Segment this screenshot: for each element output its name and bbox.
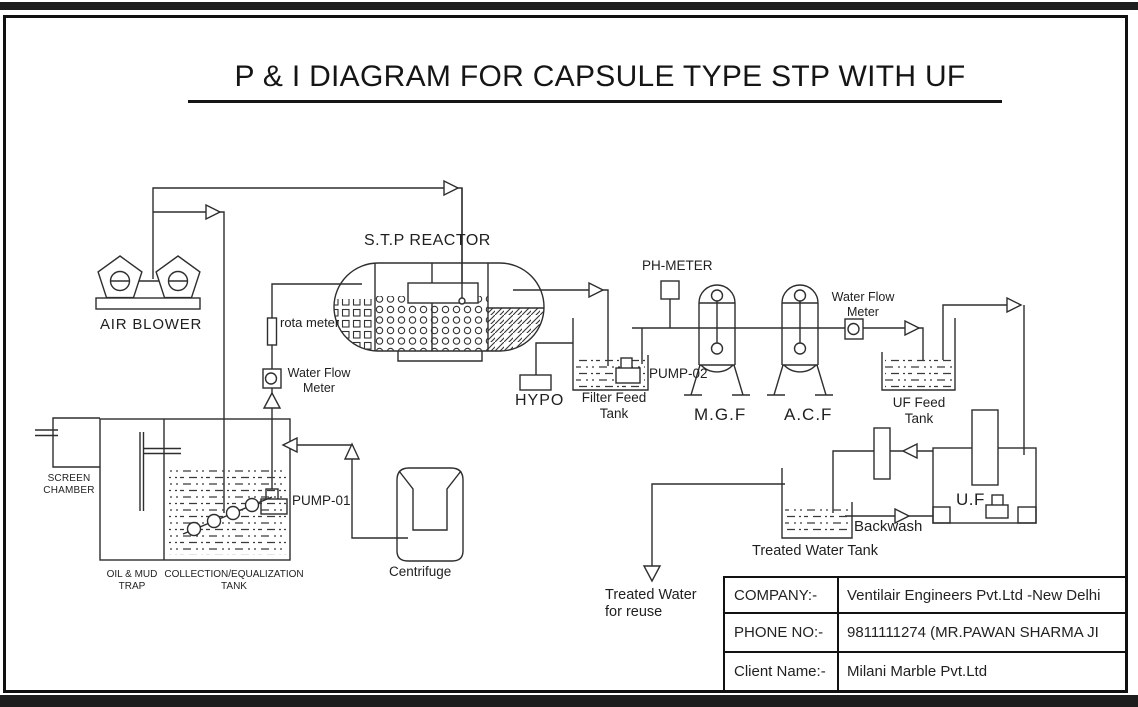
company-row-label: COMPANY:- xyxy=(725,578,839,614)
ph-meter-symbol xyxy=(660,280,680,300)
treated-water-tank-symbol xyxy=(781,468,853,539)
pump-02-label: PUMP-02 xyxy=(649,366,708,381)
client-row-label: Client Name:- xyxy=(725,653,839,690)
air-blower-symbol xyxy=(95,255,201,310)
pump-02-symbol xyxy=(615,357,641,384)
uf-unit-symbol xyxy=(932,409,1037,524)
rota-meter-symbol xyxy=(266,317,278,346)
flow-arrows xyxy=(205,179,1023,583)
phone-row-value: 9811111274 (MR.PAWAN SHARMA JI xyxy=(839,614,1125,653)
filter-feed-tank-label: Filter Feed Tank xyxy=(581,390,647,421)
rota-meter-label: rota meter xyxy=(280,315,340,330)
mgf-label: M.G.F xyxy=(694,405,747,424)
company-row-value: Ventilair Engineers Pvt.Ltd -New Delhi xyxy=(839,578,1125,614)
water-flow-meter-left-symbol xyxy=(262,368,282,389)
acf-label: A.C.F xyxy=(784,405,833,424)
uf-feed-piping xyxy=(942,304,1025,455)
cartridge-filter-symbol xyxy=(873,427,891,480)
permeate-piping xyxy=(832,450,933,513)
uf-feed-tank-symbol xyxy=(881,318,956,391)
title-underline xyxy=(188,100,1002,103)
uf-label: U.F xyxy=(956,490,985,509)
uf-feed-tank-label: UF Feed Tank xyxy=(892,395,946,426)
acf-vessel-symbol xyxy=(766,284,834,396)
stp-reactor-label: S.T.P REACTOR xyxy=(364,232,491,249)
screen-chamber-symbol xyxy=(35,417,100,468)
hypo-tank-symbol xyxy=(519,374,552,391)
hypo-dosing-piping xyxy=(535,342,573,375)
water-flow-meter-right-label: Water Flow Meter xyxy=(831,290,895,319)
mgf-vessel-symbol xyxy=(684,284,750,396)
oil-mud-trap-label: OIL & MUD TRAP xyxy=(106,569,158,592)
water-flow-meter-left-label: Water Flow Meter xyxy=(287,366,351,395)
treated-water-reuse-label: Treated Water for reuse xyxy=(605,587,697,621)
air-blower-label: AIR BLOWER xyxy=(100,316,203,333)
centrifuge-symbol xyxy=(396,467,464,562)
treated-water-tank-label: Treated Water Tank xyxy=(752,543,878,559)
page-title: P & I DIAGRAM FOR CAPSULE TYPE STP WITH … xyxy=(234,60,966,93)
collection-tank-symbol xyxy=(99,418,291,561)
title-block-table: COMPANY:- Ventilair Engineers Pvt.Ltd -N… xyxy=(723,576,1127,692)
phone-row-label: PHONE NO:- xyxy=(725,614,839,653)
water-flow-meter-right-symbol xyxy=(844,318,864,340)
reuse-piping xyxy=(651,483,785,566)
centrate-return-piping xyxy=(285,444,408,539)
screen-chamber-label: SCREEN CHAMBER xyxy=(43,473,95,496)
bottom-border-bar xyxy=(0,695,1138,707)
client-row-value: Milani Marble Pvt.Ltd xyxy=(847,663,988,680)
pump-01-label: PUMP-01 xyxy=(292,493,351,508)
reactor-outlet-piping xyxy=(513,289,609,366)
hypo-label: HYPO xyxy=(515,392,565,409)
centrifuge-label: Centrifuge xyxy=(389,564,452,579)
stp-reactor-vessel xyxy=(333,188,545,362)
top-border-bar xyxy=(0,2,1138,10)
pump01-feed-piping xyxy=(271,283,362,489)
backwash-label: Backwash xyxy=(854,518,923,535)
ph-meter-label: PH-METER xyxy=(642,258,713,273)
collection-tank-label: COLLECTION/EQUALIZATION TANK xyxy=(164,569,304,592)
